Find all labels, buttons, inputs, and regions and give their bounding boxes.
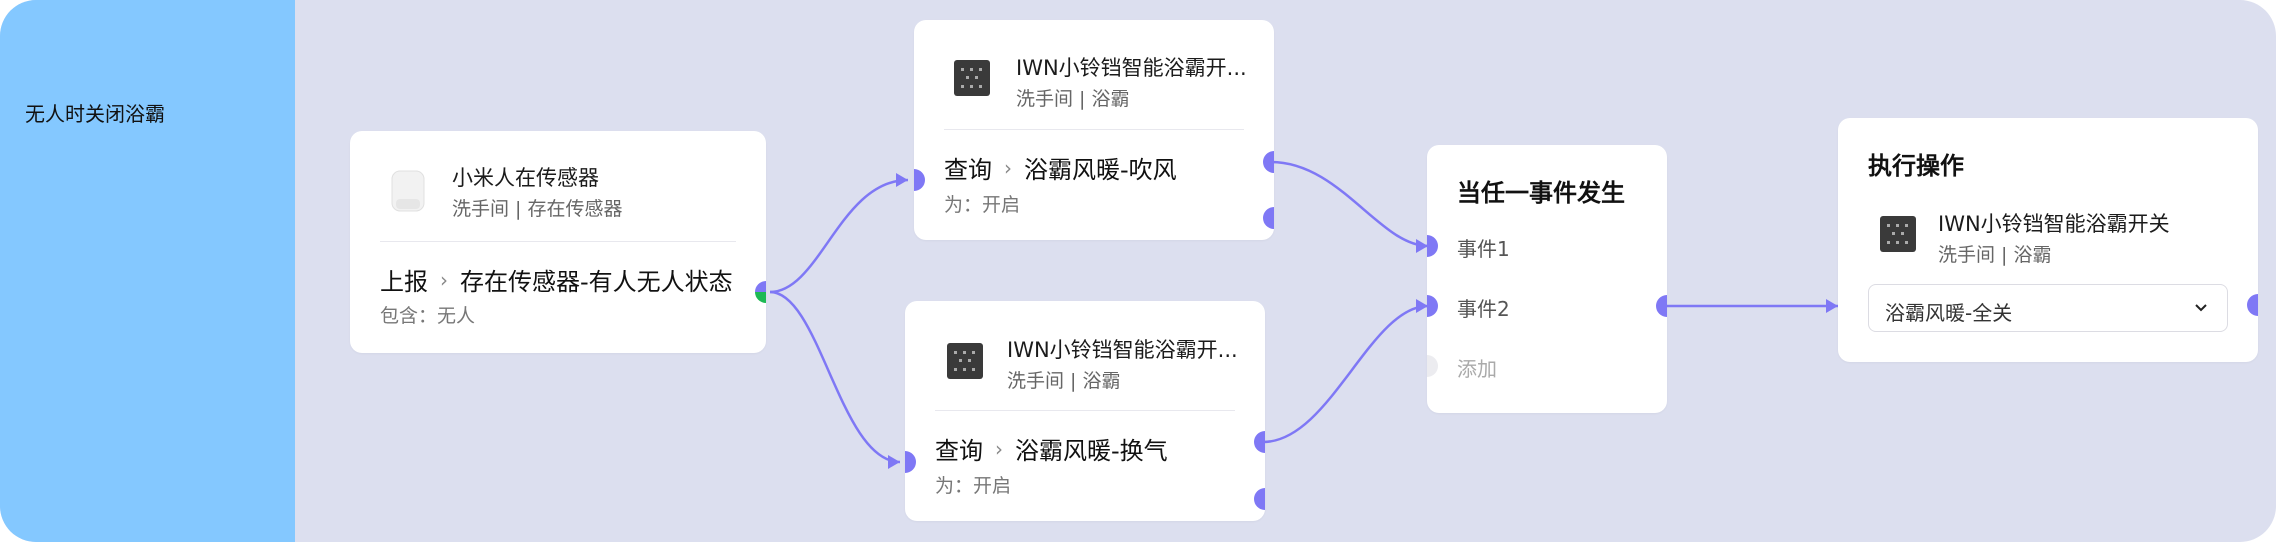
- wire-query2-to-event2: [1262, 304, 1429, 444]
- trigger-card[interactable]: 小米人在传感器 洗手间 | 存在传感器 上报 › 存在传感器-有人无人状态 包含…: [350, 131, 766, 353]
- event2-input-port[interactable]: [1427, 295, 1438, 317]
- execute-title: 执行操作: [1868, 152, 1964, 180]
- query1-divider: [944, 129, 1244, 130]
- query2-action: 浴霸风暖-换气: [1015, 437, 1168, 465]
- trigger-divider: [380, 241, 736, 242]
- any-event-title: 当任一事件发生: [1457, 179, 1625, 207]
- wire-trigger-to-query1: [769, 178, 909, 294]
- trigger-action-line: 上报 › 存在传感器-有人无人状态: [380, 262, 733, 297]
- query2-false-port[interactable]: [1254, 488, 1265, 510]
- bath-heater-switch-icon: [947, 343, 987, 383]
- any-event-output-port[interactable]: [1656, 295, 1667, 317]
- wire-arrow-execute: [1826, 299, 1838, 313]
- query1-input-port[interactable]: [914, 169, 925, 191]
- event-item-1[interactable]: 事件1: [1457, 237, 1510, 261]
- execute-device-location: 洗手间 | 浴霸: [1938, 244, 2052, 266]
- query1-action-prefix: 查询: [944, 156, 992, 184]
- presence-sensor-icon: [388, 169, 428, 212]
- query1-device-name: IWN小铃铛智能浴霸开...: [1016, 56, 1247, 80]
- query1-action-line: 查询 › 浴霸风暖-吹风: [944, 150, 1177, 185]
- execute-card[interactable]: 执行操作 IWN小铃铛智能浴霸开关 洗手间 | 浴霸 浴霸风暖-全关: [1838, 118, 2258, 362]
- trigger-condition: 包含：无人: [380, 305, 476, 327]
- query-card-2[interactable]: IWN小铃铛智能浴霸开... 洗手间 | 浴霸 查询 › 浴霸风暖-换气 为：开…: [905, 301, 1265, 521]
- query2-condition: 为：开启: [935, 475, 1012, 497]
- query1-true-port[interactable]: [1263, 151, 1274, 173]
- event-item-2[interactable]: 事件2: [1457, 297, 1510, 321]
- event1-input-port[interactable]: [1427, 235, 1438, 257]
- query2-device-location: 洗手间 | 浴霸: [1007, 370, 1121, 392]
- trigger-output-port[interactable]: [755, 281, 766, 303]
- chevron-down-icon: [2195, 304, 2207, 312]
- query2-input-port[interactable]: [905, 451, 916, 473]
- automation-title: 无人时关闭浴霸: [25, 102, 165, 126]
- execute-action-value: 浴霸风暖-全关: [1885, 301, 2013, 325]
- execute-device-name: IWN小铃铛智能浴霸开关: [1938, 212, 2170, 236]
- bath-heater-switch-icon: [1880, 216, 1920, 256]
- automation-sidebar: 无人时关闭浴霸: [0, 0, 295, 542]
- trigger-device-name: 小米人在传感器: [452, 166, 599, 190]
- query2-true-port[interactable]: [1254, 431, 1265, 453]
- query2-action-line: 查询 › 浴霸风暖-换气: [935, 431, 1168, 466]
- add-event-port[interactable]: [1427, 355, 1438, 377]
- query1-false-port[interactable]: [1263, 207, 1274, 229]
- execute-action-select[interactable]: 浴霸风暖-全关: [1868, 284, 2228, 332]
- wire-arrow-query1: [896, 173, 908, 187]
- execute-output-port[interactable]: [2247, 294, 2258, 316]
- wire-query1-to-event1: [1270, 160, 1429, 248]
- trigger-device-location: 洗手间 | 存在传感器: [452, 198, 623, 220]
- query1-condition: 为：开启: [944, 194, 1021, 216]
- add-event-button[interactable]: 添加: [1457, 357, 1497, 381]
- trigger-action: 存在传感器-有人无人状态: [460, 268, 733, 296]
- bath-heater-switch-icon: [954, 60, 994, 100]
- query2-device-name: IWN小铃铛智能浴霸开...: [1007, 338, 1238, 362]
- any-event-card[interactable]: 当任一事件发生 事件1 事件2 添加: [1427, 145, 1667, 413]
- trigger-action-prefix: 上报: [380, 268, 428, 296]
- chevron-right-icon: ›: [440, 267, 448, 292]
- query1-action: 浴霸风暖-吹风: [1024, 156, 1177, 184]
- query1-device-location: 洗手间 | 浴霸: [1016, 88, 1130, 110]
- query2-divider: [935, 410, 1235, 411]
- chevron-right-icon: ›: [995, 436, 1003, 461]
- chevron-right-icon: ›: [1004, 155, 1012, 180]
- wire-trigger-to-query2: [769, 290, 901, 464]
- query-card-1[interactable]: IWN小铃铛智能浴霸开... 洗手间 | 浴霸 查询 › 浴霸风暖-吹风 为：开…: [914, 20, 1274, 240]
- wire-arrow-query2: [888, 455, 900, 469]
- query2-action-prefix: 查询: [935, 437, 983, 465]
